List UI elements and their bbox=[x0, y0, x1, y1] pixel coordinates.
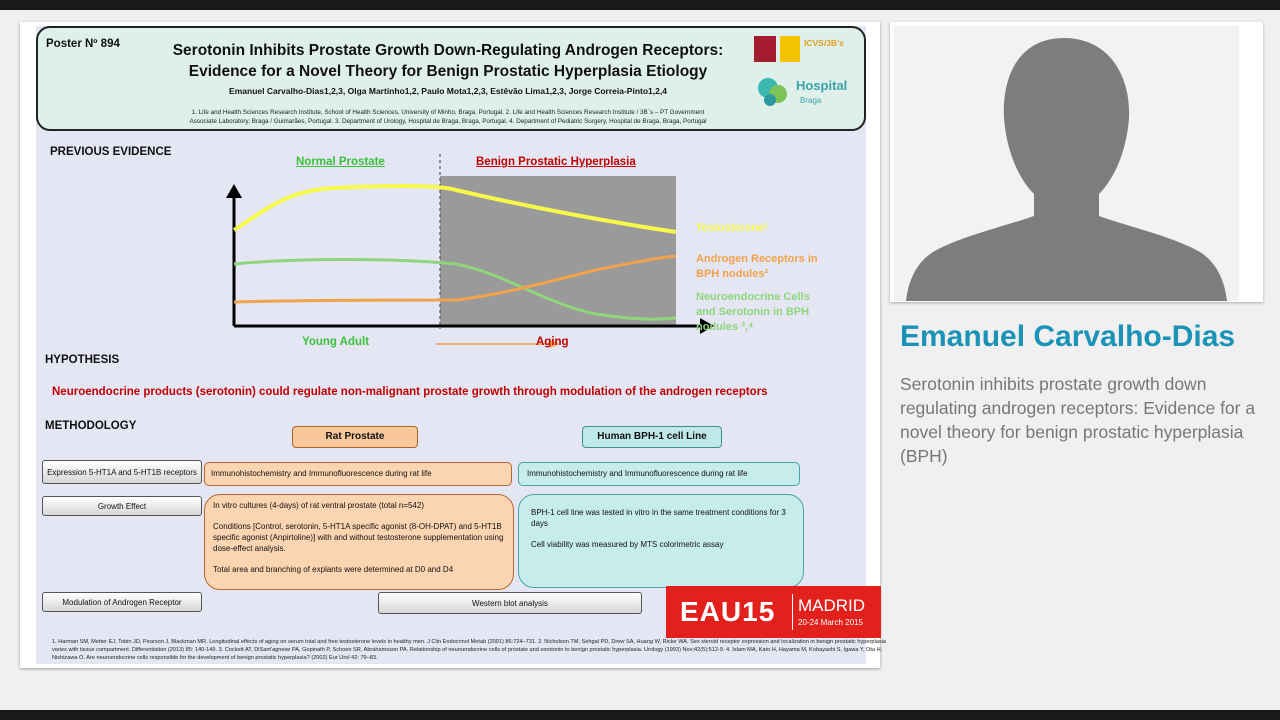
row-label-modulation: Modulation of Androgen Receptor bbox=[42, 592, 202, 612]
human-growth-box: BPH-1 cell line was tested in vitro in t… bbox=[518, 494, 804, 588]
label-bph: Benign Prostatic Hyperplasia bbox=[476, 156, 636, 168]
header-human-bph: Human BPH-1 cell Line bbox=[582, 426, 722, 448]
x-axis-arrowhead bbox=[700, 318, 714, 334]
neuroendocrine-line bbox=[233, 258, 677, 321]
human-growth-p2: Cell viability was measured by MTS color… bbox=[531, 540, 724, 549]
rat-growth-p1: In vitro cultures (4-days) of rat ventra… bbox=[213, 501, 424, 510]
eau15-banner: EAU15 MADRID 20-24 March 2015 bbox=[666, 586, 881, 638]
label-androgen-receptors: Androgen Receptors in BPH nodules² bbox=[696, 252, 818, 282]
poster-header: Poster Nº 894 Serotonin Inhibits Prostat… bbox=[36, 26, 866, 131]
slide-panel: Poster Nº 894 Serotonin Inhibits Prostat… bbox=[20, 22, 886, 668]
poster: Poster Nº 894 Serotonin Inhibits Prostat… bbox=[36, 26, 886, 664]
label-androgen-line2: BPH nodules² bbox=[696, 268, 769, 280]
university-minho-logo bbox=[754, 36, 776, 62]
hospital-braga-logo bbox=[754, 70, 794, 110]
header-rat-prostate: Rat Prostate bbox=[292, 426, 418, 448]
rat-growth-p2: Conditions [Control, serotonin, 5-HT1A s… bbox=[213, 522, 504, 553]
rat-growth-p3: Total area and branching of explants wer… bbox=[213, 565, 454, 574]
institution-logos: ICVS/3B's Hospital Braga bbox=[754, 34, 858, 110]
affiliation-line2: Associate Laboratory, Braga / Guimarães,… bbox=[189, 118, 707, 125]
human-expression-box: Immunohistochemistry and Immunofluoresce… bbox=[518, 462, 800, 486]
western-blot-box: Western blot analysis bbox=[378, 592, 642, 614]
bottom-letterbox bbox=[0, 710, 1280, 720]
references: 1. Harman SM, Metter EJ, Tobin JD, Pears… bbox=[52, 639, 886, 661]
affiliation-line1: 1. Life and Health Sciences Research Ins… bbox=[191, 109, 705, 116]
aging-arrowhead bbox=[550, 340, 560, 348]
school-health-logo bbox=[780, 36, 800, 62]
label-neuroendocrine-line3: nodules ³,⁴ bbox=[696, 321, 754, 333]
hypothesis-text: Neuroendocrine products (serotonin) coul… bbox=[52, 386, 768, 398]
evidence-diagram bbox=[226, 154, 714, 348]
label-aging: Aging bbox=[536, 336, 569, 348]
row-label-expression: Expression 5-HT1A and 5-HT1B receptors bbox=[42, 460, 202, 484]
eau15-logo: EAU15 bbox=[680, 596, 776, 627]
label-neuroendocrine-line1: Neuroendocrine Cells bbox=[696, 291, 810, 303]
human-growth-p1: BPH-1 cell line was tested in vitro in t… bbox=[531, 508, 786, 528]
rat-expression-box: Immunohistochemistry and Immunofluoresce… bbox=[204, 462, 512, 486]
eau-city: MADRID bbox=[798, 596, 866, 615]
testosterone-line bbox=[232, 184, 677, 234]
poster-title-line1: Serotonin Inhibits Prostate Growth Down-… bbox=[172, 42, 724, 59]
top-letterbox bbox=[0, 0, 1280, 10]
hospital-logo-subtext: Braga bbox=[800, 96, 822, 105]
icvs-logo: ICVS/3B's bbox=[804, 38, 844, 48]
label-neuroendocrine-line2: and Serotonin in BPH bbox=[696, 306, 810, 318]
section-methodology: METHODOLOGY bbox=[45, 420, 137, 432]
row-label-growth-effect: Growth Effect bbox=[42, 496, 202, 516]
speaker-photo bbox=[894, 26, 1239, 301]
section-hypothesis: HYPOTHESIS bbox=[45, 354, 120, 366]
person-silhouette-icon bbox=[906, 38, 1227, 301]
poster-authors: Emanuel Carvalho-Dias1,2,3, Olga Martinh… bbox=[229, 86, 667, 96]
label-young-adult: Young Adult bbox=[302, 336, 370, 348]
speaker-name: Emanuel Carvalho-Dias bbox=[900, 320, 1236, 353]
eau-divider bbox=[792, 594, 793, 630]
poster-title-line2: Evidence for a Novel Theory for Benign P… bbox=[188, 63, 708, 80]
y-axis-arrowhead bbox=[226, 184, 242, 198]
hospital-logo-text: Hospital bbox=[796, 78, 848, 93]
section-previous-evidence: PREVIOUS EVIDENCE bbox=[50, 146, 172, 158]
label-neuroendocrine: Neuroendocrine Cells and Serotonin in BP… bbox=[696, 290, 810, 335]
presentation-title: Serotonin inhibits prostate growth down … bbox=[900, 374, 1256, 466]
rat-growth-box: In vitro cultures (4-days) of rat ventra… bbox=[204, 494, 514, 590]
speaker-photo-frame bbox=[890, 22, 1263, 302]
poster-title: Serotonin Inhibits Prostate Growth Down-… bbox=[128, 40, 768, 82]
label-testosterone: Testosterone¹ bbox=[696, 222, 768, 234]
label-normal-prostate: Normal Prostate bbox=[296, 156, 385, 168]
eau-dates: 20-24 March 2015 bbox=[798, 618, 863, 627]
poster-affiliations: 1. Life and Health Sciences Research Ins… bbox=[118, 108, 778, 126]
poster-number: Poster Nº 894 bbox=[46, 38, 120, 50]
androgen-receptor-line bbox=[233, 254, 677, 304]
label-androgen-line1: Androgen Receptors in bbox=[696, 253, 818, 265]
